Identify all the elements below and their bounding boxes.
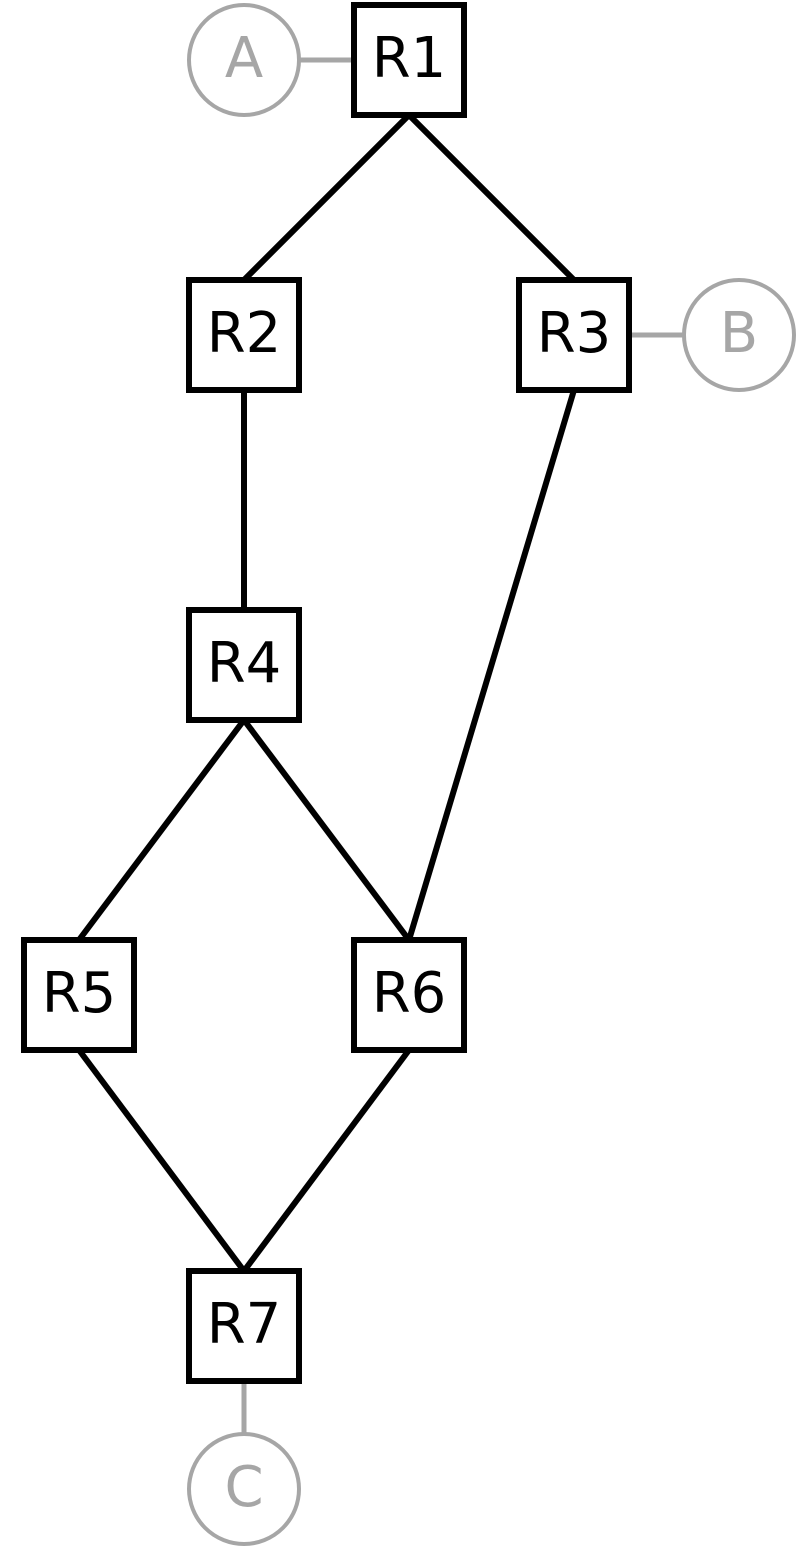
host-b: B xyxy=(682,278,796,392)
router-r4: R4 xyxy=(186,607,302,723)
router-label: R2 xyxy=(207,301,282,366)
host-links-layer xyxy=(241,57,684,1434)
router-box xyxy=(21,937,137,1053)
router-box xyxy=(516,277,632,393)
router-label: R7 xyxy=(207,1292,282,1357)
host-circle xyxy=(682,278,796,392)
link-r3-r6 xyxy=(406,389,577,941)
router-r6: R6 xyxy=(351,937,467,1053)
host-circle xyxy=(187,1432,301,1546)
router-r5: R5 xyxy=(21,937,137,1053)
router-label: R3 xyxy=(537,301,612,366)
host-c: C xyxy=(187,1432,301,1546)
router-label: R6 xyxy=(372,961,447,1026)
router-label: R4 xyxy=(207,631,282,696)
router-box xyxy=(351,2,467,118)
link-r6-r7 xyxy=(241,1048,412,1273)
router-box xyxy=(186,607,302,723)
link-r5-r7 xyxy=(76,1048,247,1273)
host-label: A xyxy=(225,26,263,91)
link-r4-r5 xyxy=(76,718,247,942)
host-a: A xyxy=(187,3,301,117)
router-label: R1 xyxy=(372,26,447,91)
host-label: B xyxy=(720,301,758,366)
router-r7: R7 xyxy=(186,1268,302,1384)
link-r1-r3 xyxy=(406,112,577,283)
router-r1: R1 xyxy=(351,2,467,118)
host-label: C xyxy=(224,1455,263,1520)
hosts-layer: A B C xyxy=(187,3,796,1546)
link-r1-r2 xyxy=(241,112,412,283)
host-circle xyxy=(187,3,301,117)
router-box xyxy=(351,937,467,1053)
router-label: R5 xyxy=(42,961,117,1026)
links-layer xyxy=(76,112,577,1273)
link-r4-r6 xyxy=(241,718,412,942)
router-box xyxy=(186,1268,302,1384)
router-r3: R3 xyxy=(516,277,632,393)
router-box xyxy=(186,277,302,393)
router-r2: R2 xyxy=(186,277,302,393)
